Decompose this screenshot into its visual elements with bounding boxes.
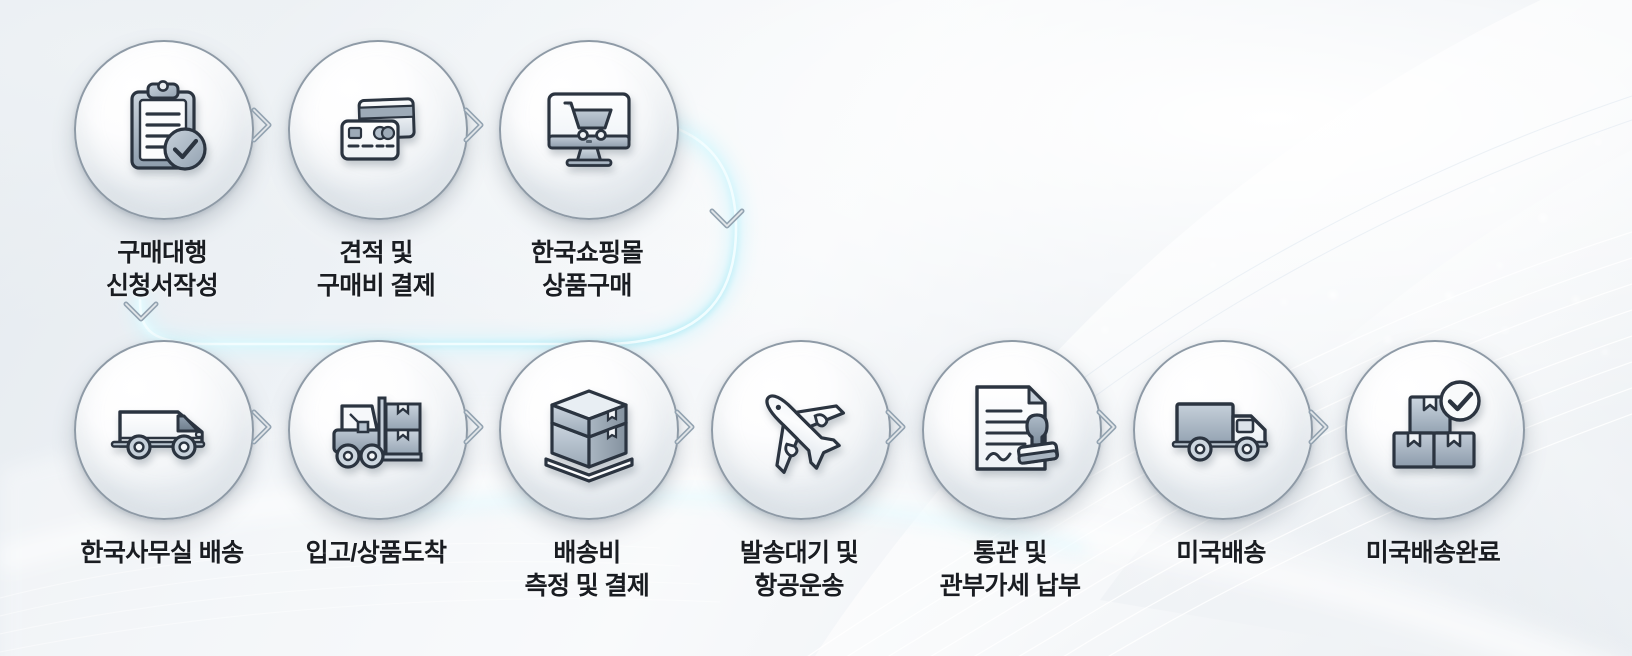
monitor-cart-icon <box>547 92 631 167</box>
step-9-label: 미국배송 <box>1176 539 1266 567</box>
boxes-check-icon <box>1392 380 1481 469</box>
step-7-circle[interactable] <box>711 340 891 520</box>
delivery-van-icon <box>110 410 206 460</box>
step-5-circle[interactable] <box>288 340 468 520</box>
credit-cards-icon <box>340 97 416 161</box>
chevron-right-8-9-icon <box>1092 406 1122 448</box>
document-stamp-icon <box>975 385 1060 471</box>
forklift-icon <box>332 396 423 469</box>
step-7-label: 발송대기 및 항공운송 <box>739 539 859 600</box>
step-node-1[interactable]: 구매대행 신청서작성 <box>74 40 254 302</box>
step-8-circle[interactable] <box>922 340 1102 520</box>
box-truck-icon <box>1171 402 1269 462</box>
step-4-circle[interactable] <box>74 340 254 520</box>
step-9-circle[interactable] <box>1133 340 1313 520</box>
chevron-right-6-7-icon <box>670 406 700 448</box>
step-1-circle[interactable] <box>74 40 254 220</box>
step-1-label: 구매대행 신청서작성 <box>105 239 219 300</box>
clipboard-check-icon <box>130 80 207 171</box>
step-6-circle[interactable] <box>499 340 679 520</box>
step-node-7[interactable]: 발송대기 및 항공운송 <box>711 340 891 602</box>
step-3-circle[interactable] <box>499 40 679 220</box>
step-node-8[interactable]: 통관 및 관부가세 납부 <box>922 340 1102 602</box>
step-6-label: 배송비 측정 및 결제 <box>524 539 650 600</box>
step-3-label: 한국쇼핑몰 상품구매 <box>530 239 644 300</box>
step-8-label: 통관 및 관부가세 납부 <box>939 539 1081 600</box>
step-node-2[interactable]: 견적 및 구매비 결제 <box>288 40 468 302</box>
step-node-10[interactable]: 미국배송완료 <box>1345 340 1525 570</box>
airplane-icon <box>765 394 846 475</box>
step-10-label: 미국배송완료 <box>1365 539 1501 567</box>
step-node-5[interactable]: 입고/상품도착 <box>288 340 468 570</box>
step-node-4[interactable]: 한국사무실 배송 <box>74 340 254 570</box>
pallet-boxes-icon <box>544 389 634 483</box>
step-2-label: 견적 및 구매비 결제 <box>316 239 436 300</box>
chevron-down-row2-icon <box>120 296 162 326</box>
chevron-right-1-2-icon <box>247 104 277 146</box>
step-node-9[interactable]: 미국배송 <box>1133 340 1313 570</box>
step-4-label: 한국사무실 배송 <box>80 539 244 567</box>
chevron-right-7-8-icon <box>881 406 911 448</box>
chevron-right-2-3-icon <box>459 104 489 146</box>
step-5-label: 입고/상품도착 <box>305 539 447 567</box>
step-10-circle[interactable] <box>1345 340 1525 520</box>
chevron-right-5-6-icon <box>459 406 489 448</box>
chevron-down-wrap-icon <box>706 203 748 233</box>
step-node-3[interactable]: 한국쇼핑몰 상품구매 <box>499 40 679 302</box>
chevron-right-4-5-icon <box>247 406 277 448</box>
chevron-right-9-10-icon <box>1304 406 1334 448</box>
step-2-circle[interactable] <box>288 40 468 220</box>
step-node-6[interactable]: 배송비 측정 및 결제 <box>499 340 679 602</box>
